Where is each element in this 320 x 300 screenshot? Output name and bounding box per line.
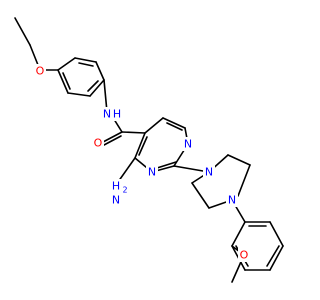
atom-bg xyxy=(226,193,238,207)
bond-line xyxy=(95,61,105,81)
bond-line xyxy=(162,117,186,129)
bond-line xyxy=(78,62,94,67)
bond-line xyxy=(134,132,146,159)
atom-bg xyxy=(182,137,194,151)
bond-line xyxy=(117,157,136,183)
bond-line xyxy=(62,72,71,90)
piperazine-nitrogen-bottom-label: N xyxy=(228,194,236,207)
bond-line xyxy=(144,117,164,134)
bond-line xyxy=(89,79,105,97)
bond-line xyxy=(102,131,123,143)
piperazine-nitrogen-top-label: N xyxy=(205,166,213,179)
atom-bg xyxy=(238,248,250,262)
bond-line xyxy=(156,161,177,169)
bond-line xyxy=(269,221,284,247)
bond-line xyxy=(266,245,280,267)
bond-line xyxy=(67,92,91,97)
amino-subscript-label: 2 xyxy=(122,186,127,195)
amino-hydrogen-label: H xyxy=(112,180,120,193)
bond-line xyxy=(191,182,210,209)
amide-nitrogen-label: N xyxy=(103,108,111,121)
amide-hydrogen-label: H xyxy=(113,108,121,121)
atom-label-layer: O N H O N N H 2 N N N O xyxy=(34,64,250,262)
bond-line xyxy=(269,245,284,271)
ethoxy-oxygen-label: O xyxy=(36,65,45,78)
atom-bg xyxy=(146,165,158,179)
atom-bg xyxy=(203,165,215,179)
methoxy-oxygen-label: O xyxy=(240,249,249,262)
bond-line xyxy=(14,17,31,46)
bond-line xyxy=(121,131,146,134)
bond-line xyxy=(138,136,148,156)
bond-line xyxy=(57,57,76,71)
atom-bg xyxy=(34,64,46,78)
bond-line xyxy=(227,154,251,166)
bond-line xyxy=(173,165,204,172)
molecule-structure: O N H O N N H 2 N N N O xyxy=(14,17,284,283)
amino-nitrogen-label: N xyxy=(112,194,120,207)
atom-bg xyxy=(102,107,122,121)
carbonyl-oxygen-label: O xyxy=(94,137,103,150)
atom-bg xyxy=(109,179,123,207)
bond-line xyxy=(103,79,108,113)
bond-line xyxy=(87,80,99,92)
bond-layer xyxy=(14,17,284,283)
bond-line xyxy=(237,164,251,197)
bond-line xyxy=(57,69,69,94)
bond-line xyxy=(231,221,246,247)
bond-line xyxy=(166,122,183,131)
bond-line xyxy=(74,57,97,63)
pyrimidine-nitrogen-upper-label: N xyxy=(184,138,192,151)
bond-line xyxy=(103,135,122,146)
pyrimidine-nitrogen-lower-label: N xyxy=(148,166,156,179)
atom-bg xyxy=(92,136,104,150)
